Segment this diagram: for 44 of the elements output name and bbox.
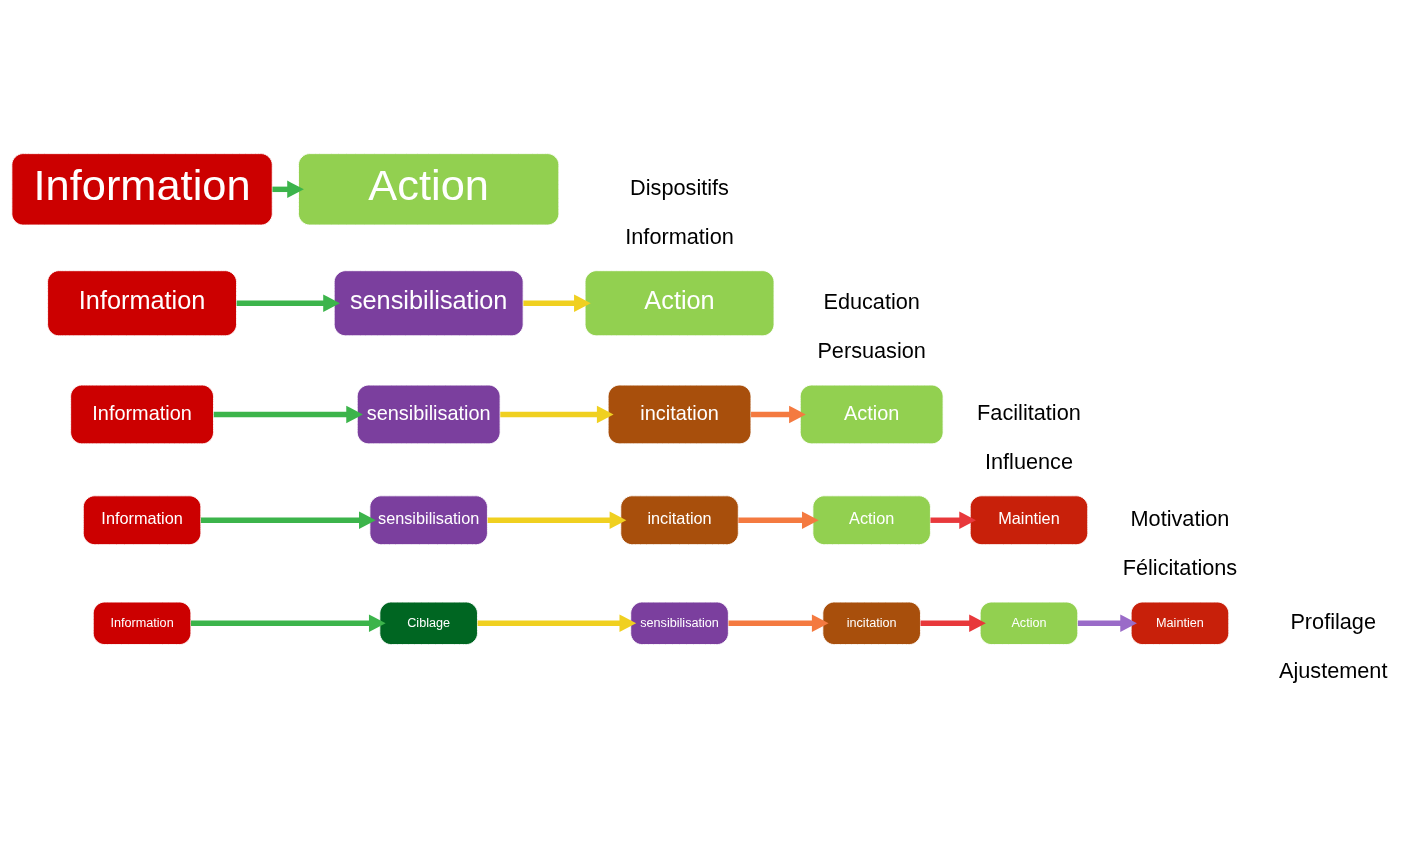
arrow	[213, 405, 363, 424]
arrow	[1077, 614, 1137, 633]
node-box: sensibilisation	[630, 601, 729, 645]
node-box: Information	[92, 601, 192, 645]
label: Education	[823, 288, 920, 314]
arrow	[500, 405, 614, 424]
node-box: sensibilisation	[356, 384, 501, 445]
label: Félicitations	[1122, 554, 1238, 580]
node-box: incitation	[607, 384, 752, 445]
label: Profilage	[1290, 608, 1376, 634]
arrow	[523, 294, 591, 312]
node-box: Action	[298, 153, 560, 226]
node-box: Ciblage	[379, 601, 478, 645]
arrow	[920, 614, 986, 633]
node-box: incitation	[822, 601, 921, 645]
node-box: Maintien	[969, 495, 1089, 546]
node-box: Action	[812, 495, 931, 546]
label: Motivation	[1130, 505, 1230, 531]
arrow	[728, 614, 829, 633]
node-box: Information	[47, 270, 237, 337]
label: Dispositifs	[630, 174, 729, 200]
label: Facilitation	[977, 400, 1081, 426]
arrow	[477, 614, 637, 633]
label: Ajustement	[1278, 657, 1388, 683]
node-box: Action	[584, 270, 775, 337]
label: Influence	[984, 448, 1073, 474]
node-box: incitation	[620, 495, 739, 546]
node-box: sensibilisation	[333, 270, 524, 337]
label: Information	[625, 223, 734, 249]
node-box: Information	[11, 153, 273, 226]
node-box: Action	[979, 601, 1079, 645]
node-box: Information	[70, 384, 214, 445]
arrow	[190, 614, 386, 633]
node-box: Information	[82, 495, 202, 546]
arrow	[487, 511, 627, 529]
arrow	[751, 405, 806, 424]
arrow	[236, 294, 340, 312]
arrow	[738, 511, 819, 529]
node-box: Action	[799, 384, 944, 445]
label: Persuasion	[817, 337, 926, 363]
arrow	[200, 511, 376, 529]
node-box: sensibilisation	[369, 495, 488, 546]
arrow	[930, 511, 976, 529]
node-box: Maintien	[1130, 601, 1230, 645]
